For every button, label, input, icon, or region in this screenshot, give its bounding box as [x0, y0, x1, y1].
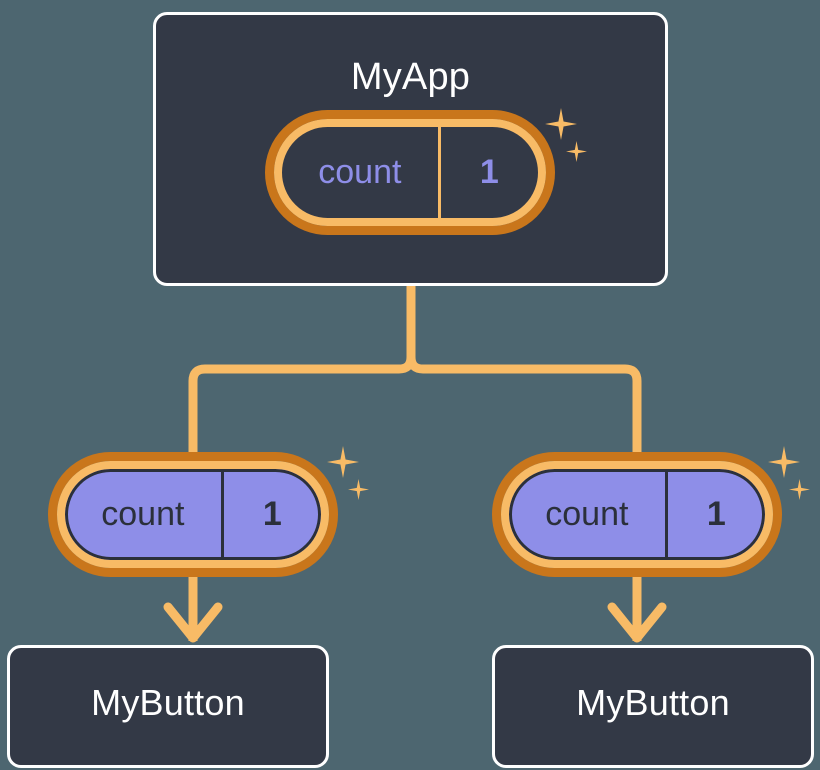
component-title: MyButton [91, 682, 245, 723]
sparkle-icon [348, 479, 369, 500]
connector-arrow-left-head [163, 602, 223, 643]
state-pill-right[interactable]: count 1 [492, 452, 782, 577]
component-title: MyButton [576, 682, 730, 723]
sparkle-icon [789, 479, 810, 500]
state-pill-inner: count 1 [57, 461, 329, 568]
sparkle-icon [327, 446, 359, 478]
page-title: MyApp [350, 56, 471, 98]
state-pill-inner: count 1 [501, 461, 773, 568]
state-pill-left[interactable]: count 1 [48, 452, 338, 577]
connector-arrow-right-head [607, 602, 667, 643]
state-value: 1 [262, 495, 282, 533]
state-pill-myapp[interactable]: count 1 [265, 110, 555, 235]
component-card-mybutton-left[interactable]: MyButton [7, 645, 329, 768]
connector-branch-left [188, 356, 416, 452]
state-pill-inner: count 1 [274, 119, 546, 226]
state-key: count [65, 469, 224, 560]
connector-branch-right [406, 356, 642, 452]
sparkle-icon [768, 446, 800, 478]
state-value: 1 [706, 495, 726, 533]
state-key: count [282, 127, 441, 218]
state-value: 1 [479, 153, 499, 191]
component-card-mybutton-right[interactable]: MyButton [492, 645, 814, 768]
state-key: count [509, 469, 668, 560]
